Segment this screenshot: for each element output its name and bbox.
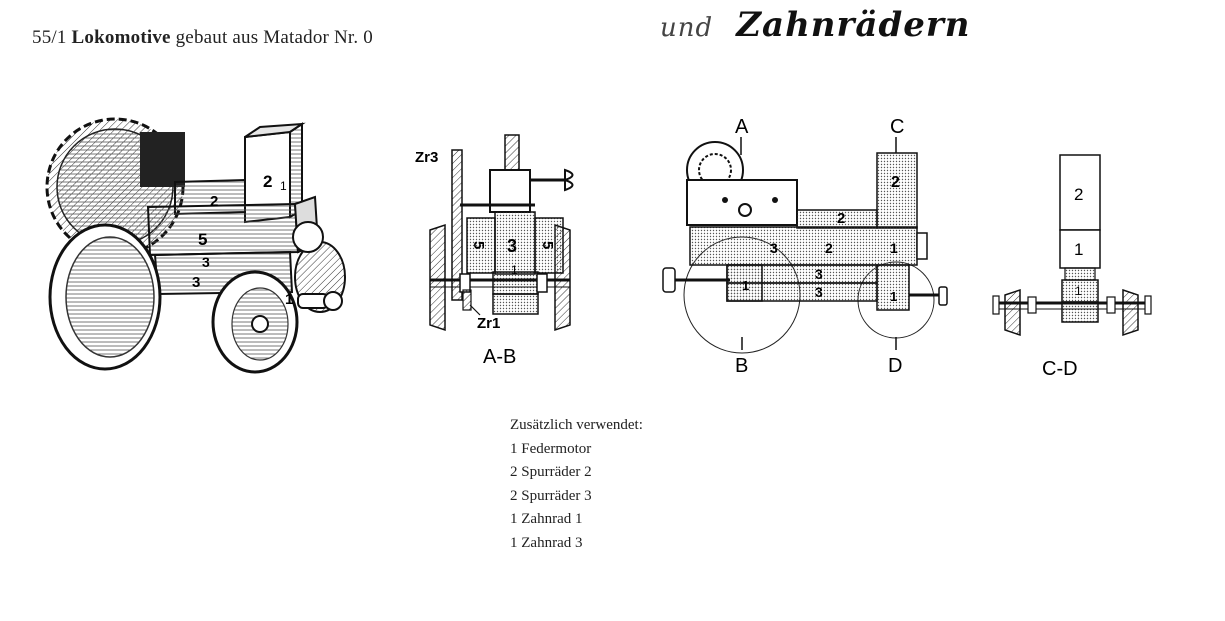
side-label: 2 [891,174,900,191]
side-label: 2 [825,240,833,256]
perspective-drawing: 2 1 2 5 3 3 1 [40,112,350,387]
side-label: 3 [815,266,823,282]
end-view-caption: C-D [1042,358,1078,380]
parts-item: 1 Federmotor [510,440,592,457]
front-view-caption: A-B [483,346,516,368]
handwritten-word-2: Zahnrädern [736,5,971,45]
parts-item: 1 Zahnrad 3 [510,534,583,551]
side-view: A C B D [655,115,955,380]
front-label-zr1: Zr1 [477,315,500,332]
gear-zr3 [451,149,463,301]
front-label: 3 [507,236,517,256]
parts-item: 2 Spurräder 3 [510,487,592,504]
end-label: 2 [1074,185,1083,204]
side-label: 1 [742,278,749,293]
parts-item: 2 Spurräder 2 [510,464,592,480]
parts-item: 1 Zahnrad 1 [510,511,583,527]
handwritten-note: und Zahnrädern [660,5,971,45]
page-title: 55/1 Lokomotive gebaut aus Matador Nr. 0 [32,27,373,49]
perspective-label: 1 [280,179,287,193]
side-label: 3 [815,284,823,300]
side-label: 1 [890,240,898,256]
section-marker-b: B [735,355,748,377]
side-label: 3 [770,240,778,256]
front-label-zr3: Zr3 [415,149,438,166]
end-label: 1 [1075,284,1082,298]
handwritten-word-1: und [660,13,714,43]
section-marker-c: C [890,116,904,138]
side-label: 2 [837,210,845,227]
perspective-label: 3 [192,274,200,291]
end-view-svg: 2 1 1 C-D [992,154,1152,380]
spring-motor [140,132,185,187]
perspective-label: 5 [198,230,207,249]
perspective-svg: 2 1 2 5 3 3 1 [45,117,346,374]
title-rest: gebaut aus Matador Nr. 0 [175,27,373,48]
model-number: 55/1 [32,27,67,48]
side-view-svg: A C B D [662,116,948,377]
model-name: Lokomotive [71,27,171,48]
perspective-label: 2 [263,172,272,191]
parts-heading: Zusätzlich verwendet: [510,417,643,433]
end-label: 1 [1074,240,1083,259]
front-label: 1 [511,263,518,277]
perspective-label: 1 [285,291,293,308]
front-view-svg: Zr3 Zr1 5 3 5 1 A-B [415,134,574,368]
perspective-label: 3 [202,254,210,270]
side-label: 1 [890,289,897,304]
end-view-cd: 2 1 1 C-D [990,154,1160,385]
front-label: 5 [539,241,556,249]
section-marker-a: A [735,116,749,138]
section-marker-d: D [888,355,902,377]
front-label: 5 [470,241,487,249]
parts-list: Zusätzlich verwendet: 1 Federmotor 2 Spu… [510,414,643,555]
perspective-label: 2 [210,193,218,210]
front-view-ab: Zr3 Zr1 5 3 5 1 A-B [415,130,585,375]
